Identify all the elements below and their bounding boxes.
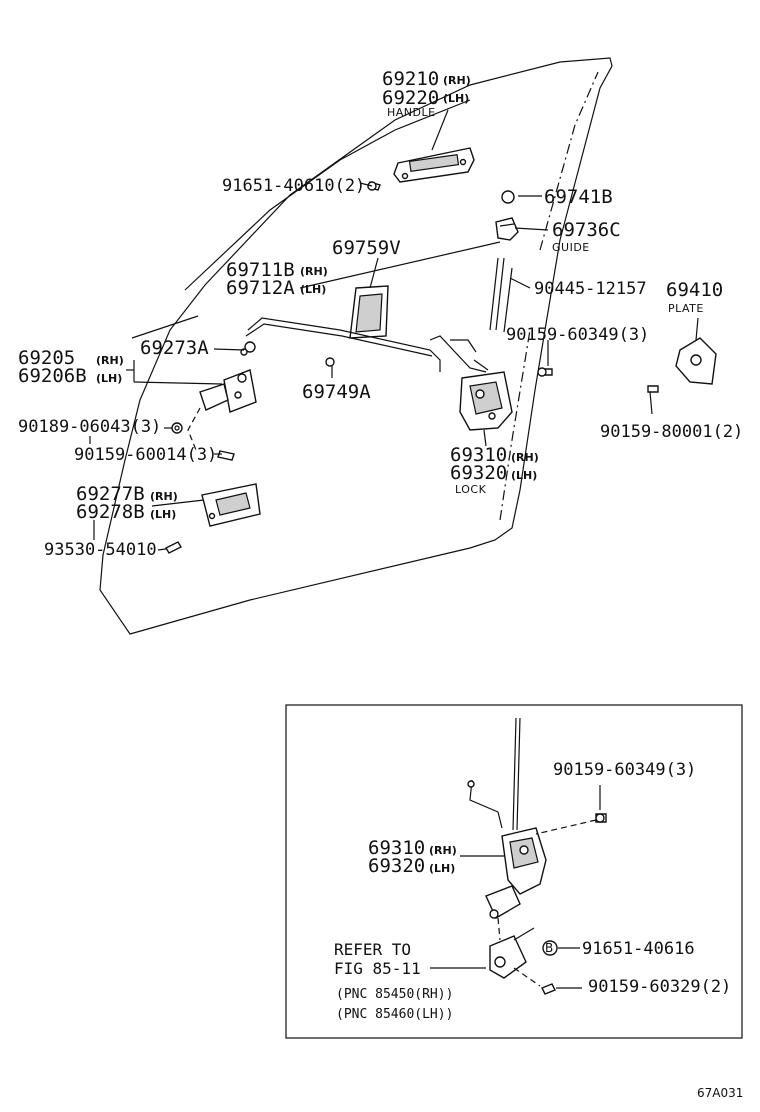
label-screw-80001: 90159-80001(2) — [600, 422, 743, 442]
label-ctrl-rh: 69205 — [18, 347, 75, 369]
screw-93530-icon — [165, 541, 182, 554]
inset-screw-bottom: 90159-60329(2) — [588, 977, 731, 997]
inset-frame — [285, 704, 743, 1039]
label-rod-lh: 69712A — [226, 277, 295, 299]
label-rod-rh: 69711B — [226, 259, 295, 281]
figure-code: 67A031 — [697, 1086, 743, 1100]
label-handle-rh: 69210 — [382, 68, 439, 90]
label-guide-no: 69736C — [552, 219, 621, 241]
inside-handle-icon — [201, 483, 261, 527]
tag-inner-lh: (LH) — [150, 508, 176, 521]
inset-tag-rh: (RH) — [429, 844, 457, 857]
tag-ctrl-rh: (RH) — [96, 354, 124, 367]
label-handle: HANDLE — [387, 106, 436, 119]
label-nut-90189: 90189-06043(3) — [18, 417, 161, 437]
label-screw-93530: 93530-54010 — [44, 540, 157, 560]
door-lock-assembly-icon — [450, 339, 513, 431]
control-rod — [245, 317, 487, 373]
tag-inner-rh: (RH) — [150, 490, 178, 503]
nut-icon — [171, 422, 183, 434]
clip-69749a-icon — [325, 357, 335, 367]
inset-screw-top: 90159-60349(3) — [553, 760, 696, 780]
plate-icon — [675, 337, 717, 385]
vertical-rods — [489, 257, 513, 333]
label-ctrl-lh: 69206B — [18, 365, 87, 387]
label-69273a: 69273A — [140, 337, 209, 359]
part-labels: 69210 (RH) 69220 (LH) HANDLE 91651-40610… — [18, 68, 743, 560]
tag-rod-lh: (LH) — [300, 283, 326, 296]
label-screw-60349: 90159-60349(3) — [506, 325, 649, 345]
screw-60014-icon — [217, 450, 235, 461]
tag-ctrl-lh: (LH) — [96, 372, 122, 385]
remote-control-icon — [187, 369, 257, 451]
label-guide: GUIDE — [552, 241, 590, 254]
label-90445: 90445-12157 — [534, 279, 647, 299]
tag-lock-rh: (RH) — [511, 451, 539, 464]
label-69741b: 69741B — [544, 186, 613, 208]
label-lock: LOCK — [455, 483, 487, 496]
inset-washer: 91651-40616 — [582, 939, 695, 959]
label-lock-rh: 69310 — [450, 444, 507, 466]
svg-text:B: B — [545, 941, 553, 955]
outside-handle — [393, 147, 475, 183]
clip-69273a-icon — [240, 341, 256, 356]
label-inner-lh: 69278B — [76, 501, 145, 523]
label-handle-lh: 69220 — [382, 87, 439, 109]
inset-detail: B 90159-60349(3) 69310 (RH) 69320 (LH) R… — [285, 704, 743, 1039]
screw-80001-icon — [647, 385, 659, 393]
inset-pnc-lh: (PNC 85460(LH)) — [336, 1007, 453, 1022]
label-lock-lh: 69320 — [450, 462, 507, 484]
label-69759v: 69759V — [332, 237, 401, 259]
inset-refer-line1: REFER TO — [334, 940, 411, 959]
label-screw-60014: 90159-60014(3) — [74, 445, 217, 465]
tag-lock-lh: (LH) — [511, 469, 537, 482]
pad-69759v-icon — [349, 285, 389, 339]
leader-lines — [89, 109, 699, 551]
tag-handle-lh: (LH) — [443, 92, 469, 105]
door-outline — [99, 57, 613, 635]
label-69749a: 69749A — [302, 381, 371, 403]
tag-handle-rh: (RH) — [443, 74, 471, 87]
tag-rod-rh: (RH) — [300, 265, 328, 278]
label-inner-rh: 69277B — [76, 483, 145, 505]
inset-tag-lh: (LH) — [429, 862, 455, 875]
inset-lock-lh: 69320 — [368, 855, 425, 877]
inset-refer-line2: FIG 85-11 — [334, 959, 421, 978]
inset-pnc-rh: (PNC 85450(RH)) — [336, 987, 453, 1002]
label-plate: PLATE — [668, 302, 704, 315]
label-screw-40610: 91651-40610(2) — [222, 176, 365, 196]
guide-icon — [495, 217, 519, 241]
clip-69741b-icon — [501, 190, 515, 204]
screw-60349-icon — [537, 367, 553, 377]
inset-lock-rh: 69310 — [368, 837, 425, 859]
label-plate-no: 69410 — [666, 279, 723, 301]
